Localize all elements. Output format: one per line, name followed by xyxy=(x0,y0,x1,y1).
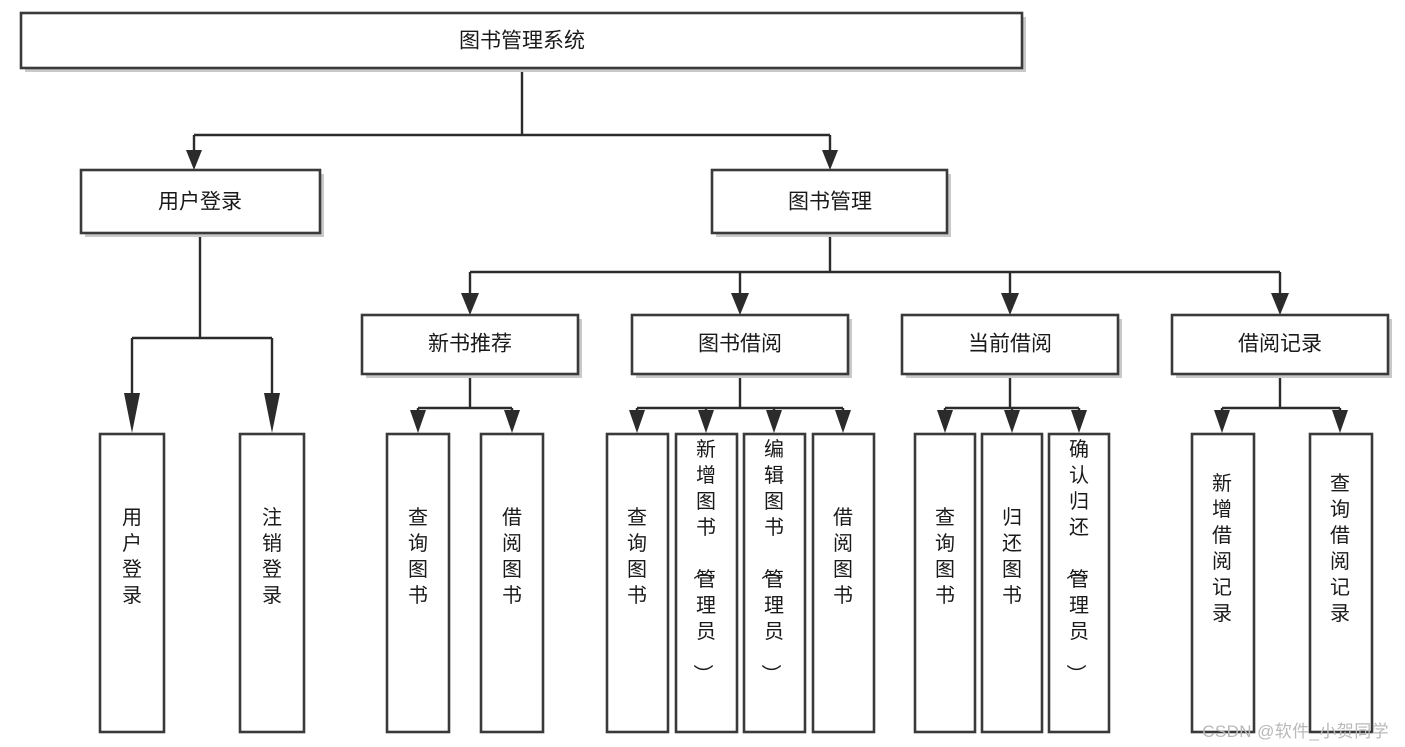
edge-newbook-to-leaves xyxy=(410,374,520,433)
edge-borrowrecord-to-leaves xyxy=(1214,374,1348,433)
node-leaf-return-book-label: 归还图书 xyxy=(1002,506,1022,607)
node-leaf-add-record-label: 新增借阅记录 xyxy=(1212,472,1232,625)
edge-userlogin-to-leaves xyxy=(124,233,280,433)
edge-bookborrow-to-leaves xyxy=(629,374,851,433)
arrow-head-icon xyxy=(410,410,426,433)
node-leaf-edit-book-label: 编辑图书（管理员） xyxy=(759,438,784,684)
arrow-head-icon xyxy=(186,150,202,170)
node-leaf-borrow-book-2-label: 借阅图书 xyxy=(833,506,853,607)
edge-bookmanage-to-level3 xyxy=(461,233,1289,315)
arrow-head-icon xyxy=(461,293,479,315)
connector-layer xyxy=(124,68,1348,433)
arrow-head-icon xyxy=(937,410,953,433)
arrow-head-icon xyxy=(124,393,140,433)
node-current-borrow-label: 当前借阅 xyxy=(968,333,1052,356)
arrow-head-icon xyxy=(1004,410,1020,433)
node-book-manage[interactable]: 图书管理 xyxy=(710,168,951,237)
arrow-head-icon xyxy=(766,410,782,433)
node-leaf-logout-label: 注销登录 xyxy=(262,506,282,607)
edge-root-to-level2 xyxy=(186,68,838,170)
node-leaf-confirm-return[interactable]: 确认归还（管理员） xyxy=(1047,432,1111,734)
arrow-head-icon xyxy=(1001,293,1019,315)
arrow-head-icon xyxy=(1332,410,1348,433)
arrow-head-icon xyxy=(731,293,749,315)
node-leaf-confirm-return-label: 确认归还（管理员） xyxy=(1064,438,1089,684)
node-leaf-add-book[interactable]: 新增图书（管理员） xyxy=(674,432,739,734)
node-root-label: 图书管理系统 xyxy=(459,30,585,53)
edge-currentborrow-to-leaves xyxy=(937,374,1087,433)
node-borrow-record-label: 借阅记录 xyxy=(1238,333,1322,356)
node-leaf-add-record[interactable]: 新增借阅记录 xyxy=(1190,432,1256,734)
node-leaf-borrow-book-2[interactable]: 借阅图书 xyxy=(811,432,876,734)
arrow-head-icon xyxy=(1214,410,1230,433)
node-leaf-edit-book[interactable]: 编辑图书（管理员） xyxy=(742,432,807,734)
node-leaf-query-book-3[interactable]: 查询图书 xyxy=(913,432,977,734)
arrow-head-icon xyxy=(835,410,851,433)
arrow-head-icon xyxy=(698,410,714,433)
node-book-borrow[interactable]: 图书借阅 xyxy=(630,313,852,378)
node-leaf-add-book-label: 新增图书（管理员） xyxy=(691,438,716,684)
node-leaf-return-book[interactable]: 归还图书 xyxy=(980,432,1044,734)
node-leaf-user-login[interactable]: 用户登录 xyxy=(98,432,166,734)
node-leaf-query-book-1-label: 查询图书 xyxy=(408,506,428,607)
node-leaf-query-book-3-label: 查询图书 xyxy=(935,506,955,607)
arrow-head-icon xyxy=(1271,293,1289,315)
node-leaf-user-login-label: 用户登录 xyxy=(122,507,142,607)
arrow-head-icon xyxy=(504,410,520,433)
node-new-book-recommend[interactable]: 新书推荐 xyxy=(360,313,582,378)
node-book-manage-label: 图书管理 xyxy=(788,191,872,214)
arrow-head-icon xyxy=(1071,410,1087,433)
node-leaf-query-record[interactable]: 查询借阅记录 xyxy=(1308,432,1374,734)
node-leaf-query-book-1[interactable]: 查询图书 xyxy=(385,432,451,734)
node-leaf-query-record-label: 查询借阅记录 xyxy=(1330,472,1350,625)
node-leaf-borrow-book-1-label: 借阅图书 xyxy=(502,506,522,607)
node-new-book-recommend-label: 新书推荐 xyxy=(428,333,512,356)
node-user-login[interactable]: 用户登录 xyxy=(79,168,324,237)
arrow-head-icon xyxy=(629,410,645,433)
node-book-borrow-label: 图书借阅 xyxy=(698,333,782,356)
node-leaf-query-book-2[interactable]: 查询图书 xyxy=(605,432,670,734)
node-borrow-record[interactable]: 借阅记录 xyxy=(1170,313,1392,378)
node-current-borrow[interactable]: 当前借阅 xyxy=(900,313,1122,378)
arrow-head-icon xyxy=(264,393,280,433)
node-leaf-logout[interactable]: 注销登录 xyxy=(238,432,306,734)
node-user-login-label: 用户登录 xyxy=(158,191,242,214)
arrow-head-icon xyxy=(822,150,838,170)
node-leaf-query-book-2-label: 查询图书 xyxy=(627,506,647,607)
node-root[interactable]: 图书管理系统 xyxy=(19,11,1026,72)
node-leaf-borrow-book-1[interactable]: 借阅图书 xyxy=(479,432,545,734)
